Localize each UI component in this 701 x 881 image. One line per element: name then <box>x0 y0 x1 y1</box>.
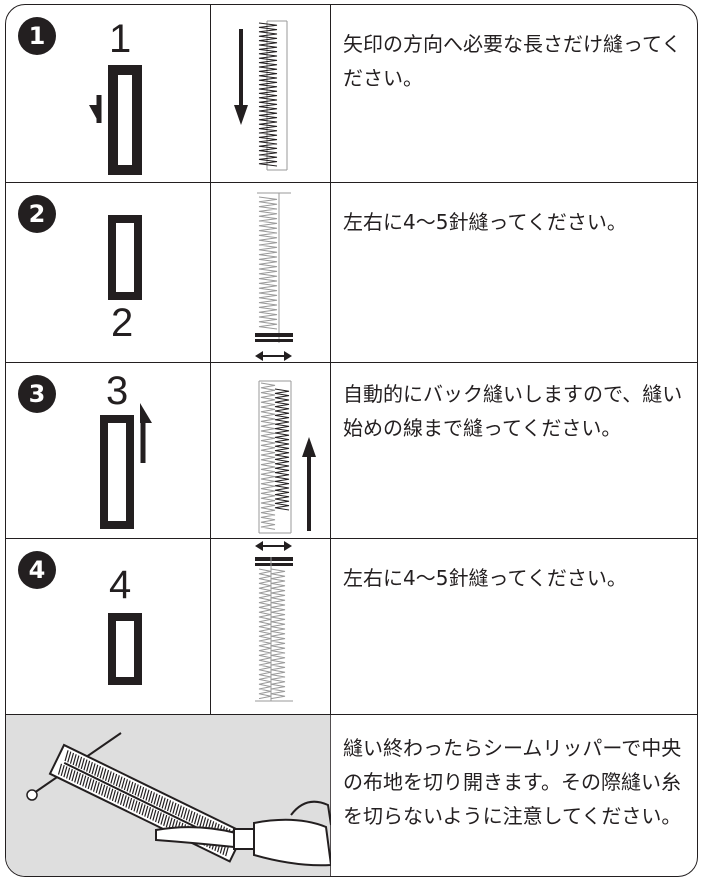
step-symbol-cell: 2 2 <box>6 183 211 362</box>
step-row-1: 1 1 矢印の方向へ必要な長さだけ縫ってください。 <box>6 5 697 183</box>
instruction-text: 縫い終わったらシームリッパーで中央の布地を切り開きます。その際縫い糸を切らないよ… <box>343 736 682 828</box>
satin-stitch <box>258 568 272 700</box>
stitch-cell <box>211 363 331 538</box>
circled-number-icon: 2 <box>18 195 56 233</box>
stitch-cell <box>211 539 331 714</box>
instruction-cell: 自動的にバック縫いしますので、縫い始めの線まで縫ってください。 <box>331 363 697 538</box>
diagram-label: 4 <box>109 563 132 607</box>
instruction-text: 左右に4～5針縫ってください。 <box>343 210 627 234</box>
instruction-cell: 矢印の方向へ必要な長さだけ縫ってください。 <box>331 5 697 182</box>
instruction-cell: 縫い終わったらシームリッパーで中央の布地を切り開きます。その際縫い糸を切らないよ… <box>331 715 697 876</box>
arrow-up-icon <box>302 437 316 457</box>
buttonhole-diagram <box>108 215 142 300</box>
double-arrow-icon <box>255 541 292 551</box>
buttonhole-diagram <box>100 403 152 529</box>
step-row-4: 4 4 左右に4～5針縫ってください。 <box>6 539 697 715</box>
final-row: 縫い終わったらシームリッパーで中央の布地を切り開きます。その際縫い糸を切らないよ… <box>6 715 697 876</box>
satin-stitch <box>258 22 278 167</box>
instruction-cell: 左右に4～5針縫ってください。 <box>331 539 697 714</box>
satin-stitch <box>258 196 278 330</box>
instruction-text: 自動的にバック縫いしますので、縫い始めの線まで縫ってください。 <box>343 382 683 440</box>
instruction-cell: 左右に4～5針縫ってください。 <box>331 183 697 362</box>
stitch-cell <box>211 183 331 362</box>
stitch-cell <box>211 5 331 182</box>
instruction-text: 矢印の方向へ必要な長さだけ縫ってください。 <box>343 32 682 90</box>
circled-number-icon: 3 <box>18 375 56 413</box>
step-symbol-cell: 4 4 <box>6 539 211 714</box>
circled-number-icon: 4 <box>18 551 56 589</box>
diagram-label: 1 <box>109 17 132 61</box>
seam-ripper-icon <box>6 715 331 876</box>
instruction-text: 左右に4～5針縫ってください。 <box>343 566 627 590</box>
step-symbol-cell: 1 1 <box>6 5 211 182</box>
diagram-label: 3 <box>106 369 129 413</box>
stitch-diagram <box>234 20 288 171</box>
seam-ripper-tool <box>155 800 331 867</box>
satin-stitch <box>260 382 276 530</box>
circled-number-icon: 1 <box>18 17 56 55</box>
stitch-diagram <box>258 380 316 534</box>
instruction-table: 1 1 矢印の方向へ必要な長さだけ縫ってください。 <box>5 4 698 877</box>
arrow-down-icon <box>234 105 248 125</box>
satin-stitch <box>274 388 290 511</box>
step-symbol-cell: 3 3 <box>6 363 211 538</box>
satin-stitch <box>270 568 286 700</box>
stitch-diagram <box>255 192 293 361</box>
double-arrow-icon <box>255 351 292 361</box>
step-row-3: 3 3 自動的にバック縫いしますので、縫い始めの線まで縫ってください。 <box>6 363 697 539</box>
stitch-diagram <box>255 541 293 702</box>
seam-ripper-illustration <box>6 715 331 876</box>
buttonhole-diagram <box>108 613 142 685</box>
buttonhole-diagram <box>89 65 142 175</box>
step-row-2: 2 2 左右に4～5針縫ってください。 <box>6 183 697 363</box>
diagram-label: 2 <box>111 301 134 345</box>
